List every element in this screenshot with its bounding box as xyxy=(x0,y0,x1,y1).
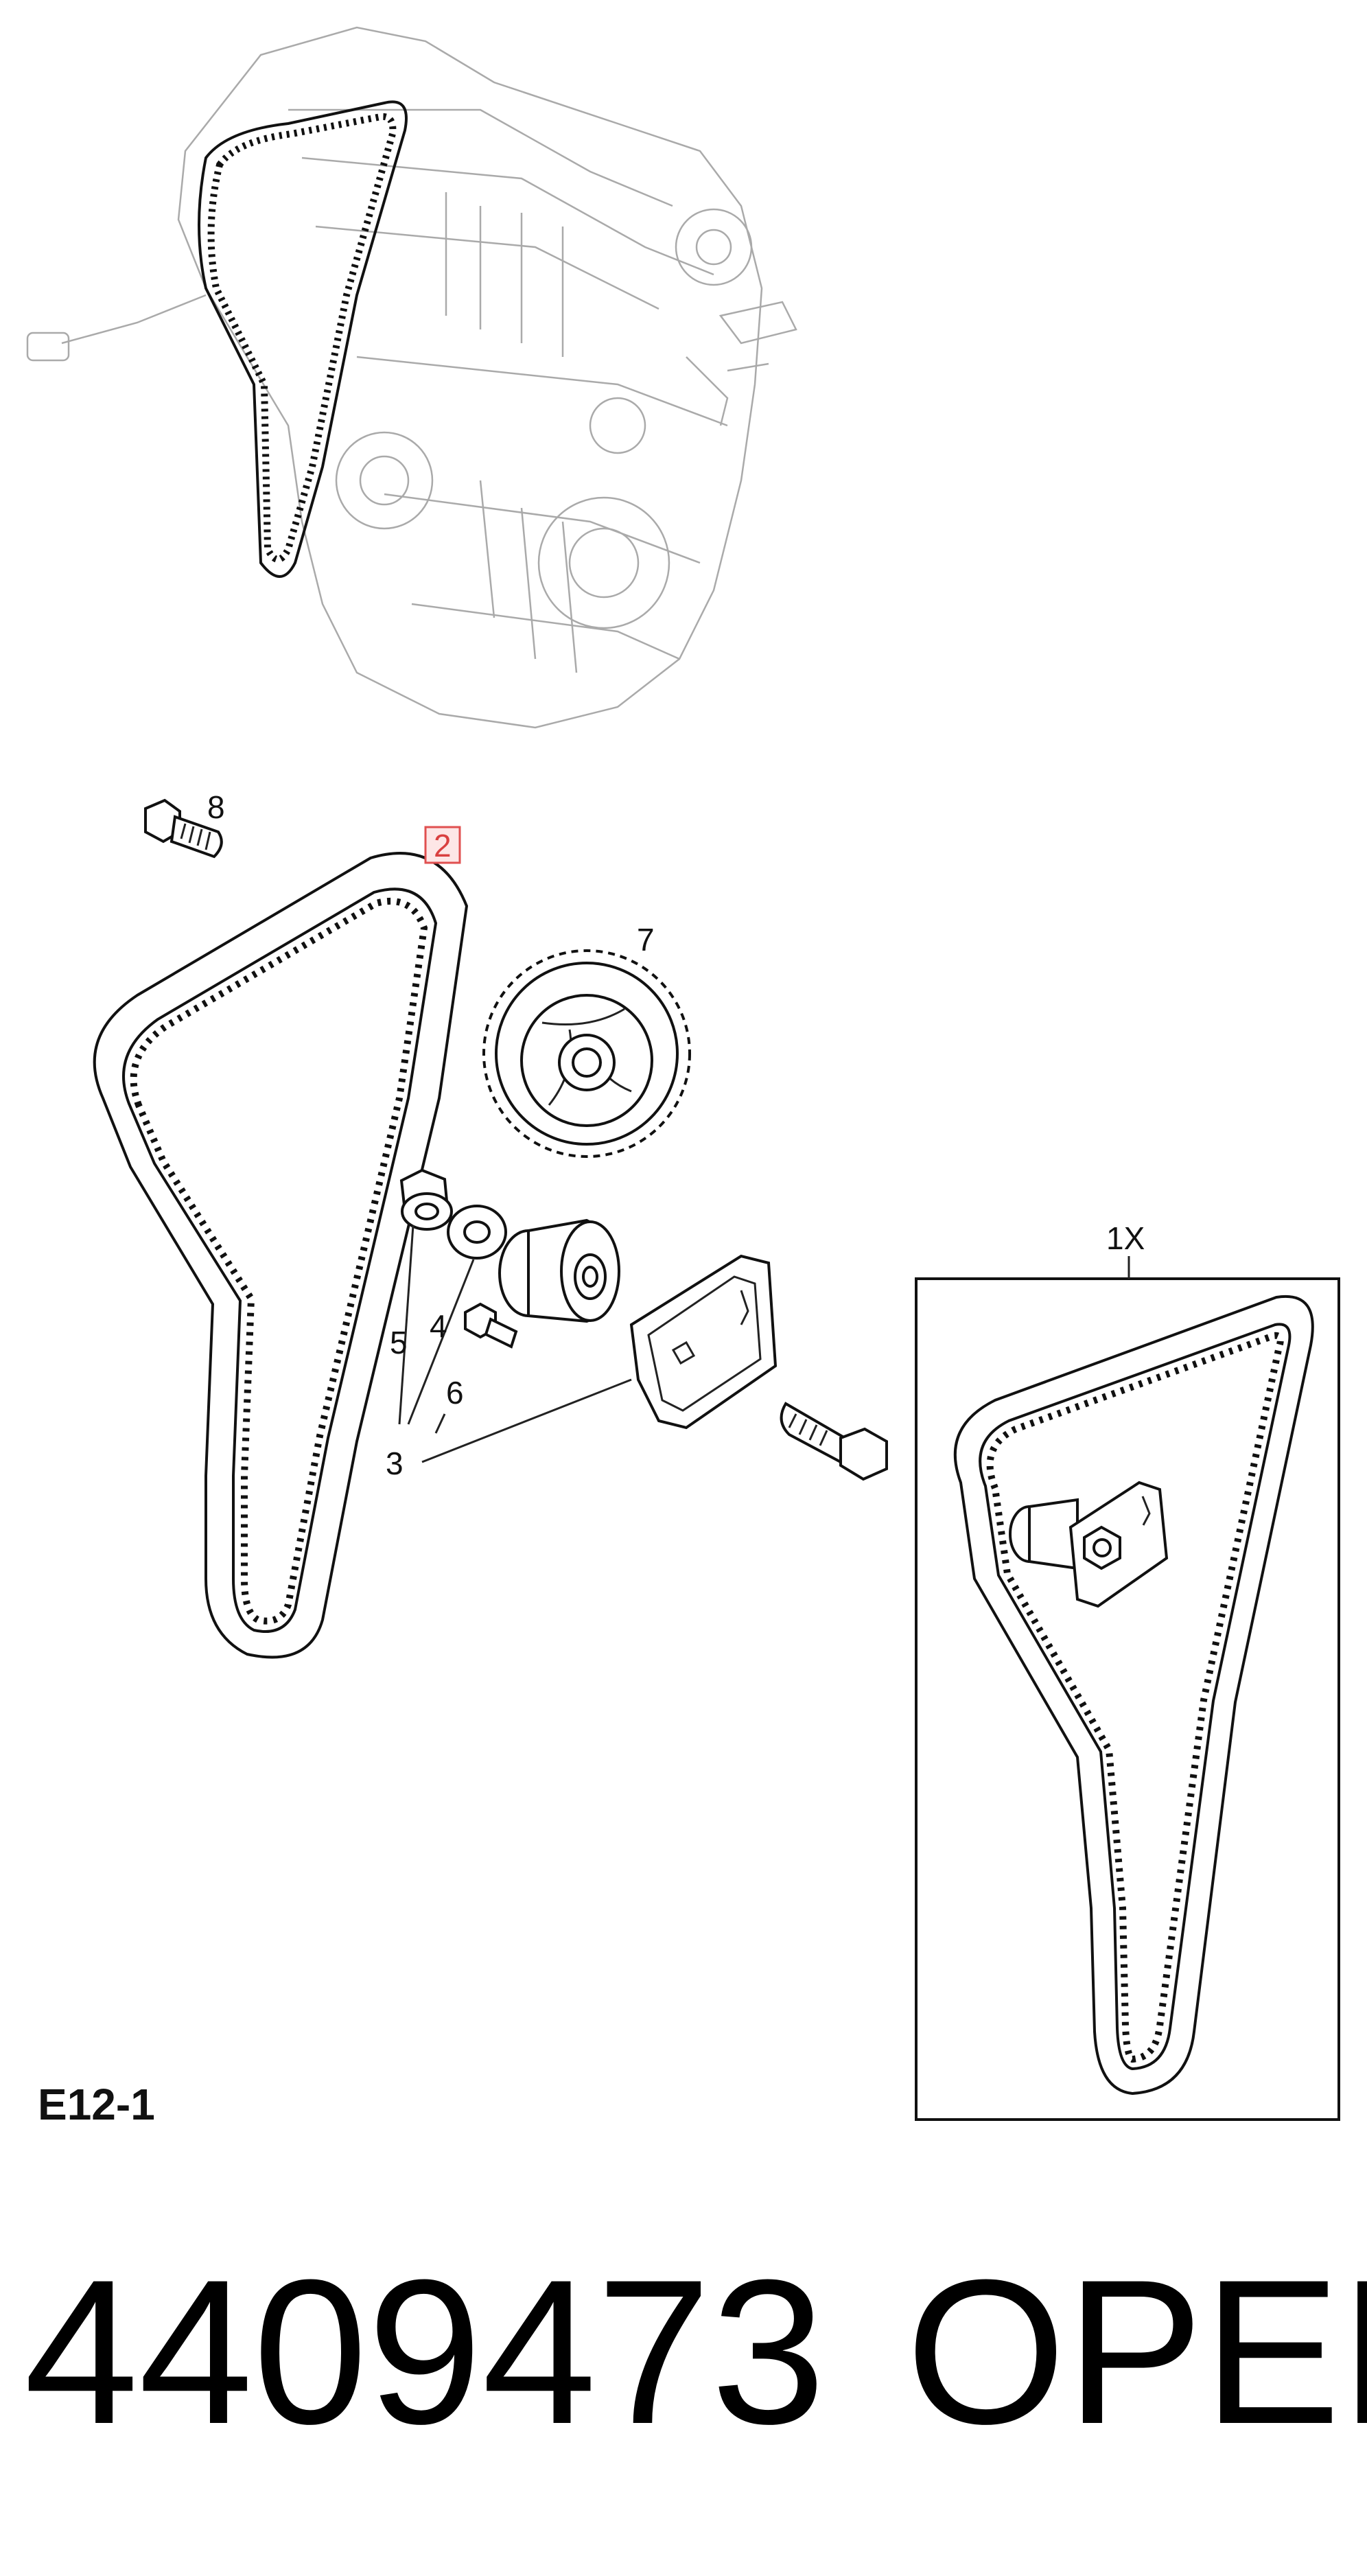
part-tensioner-pulley xyxy=(498,1218,620,1323)
part-5-nut xyxy=(399,1168,453,1231)
callout-8: 8 xyxy=(207,789,225,825)
part-number: 4409473 xyxy=(24,2236,826,2467)
callout-1x: 1X xyxy=(1106,1220,1145,1256)
part-2-timing-belt xyxy=(93,852,469,1659)
callout-2-highlight xyxy=(424,826,461,864)
callout-5: 5 xyxy=(390,1325,408,1360)
callout-7: 7 xyxy=(637,922,655,958)
part-6-bolt xyxy=(464,1302,518,1349)
part-4-washer xyxy=(447,1205,507,1260)
part-tensioner-plate xyxy=(629,1254,778,1430)
callout-leader-lines xyxy=(398,1225,632,1463)
callout-2: 2 xyxy=(434,828,452,863)
part-7-camshaft-sprocket xyxy=(482,949,691,1158)
callout-6: 6 xyxy=(446,1375,464,1411)
part-long-bolt xyxy=(780,1402,888,1481)
part-8-bolt xyxy=(144,798,223,859)
brand-name: OPEL xyxy=(906,2236,1367,2467)
engine-overview-illustration xyxy=(26,26,797,729)
callout-3: 3 xyxy=(386,1446,404,1481)
kit-1x-box xyxy=(915,1256,1340,2121)
callout-4: 4 xyxy=(430,1308,447,1344)
section-code: E12-1 xyxy=(38,2080,155,2129)
